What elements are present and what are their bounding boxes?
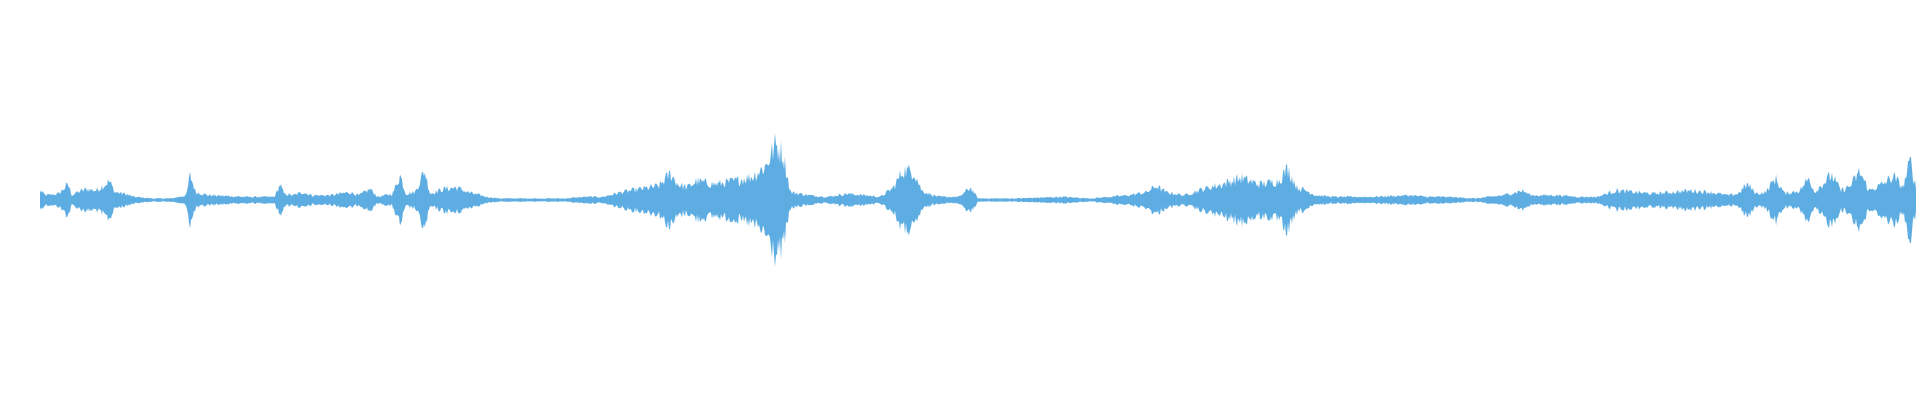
waveform-path [40,133,1916,267]
